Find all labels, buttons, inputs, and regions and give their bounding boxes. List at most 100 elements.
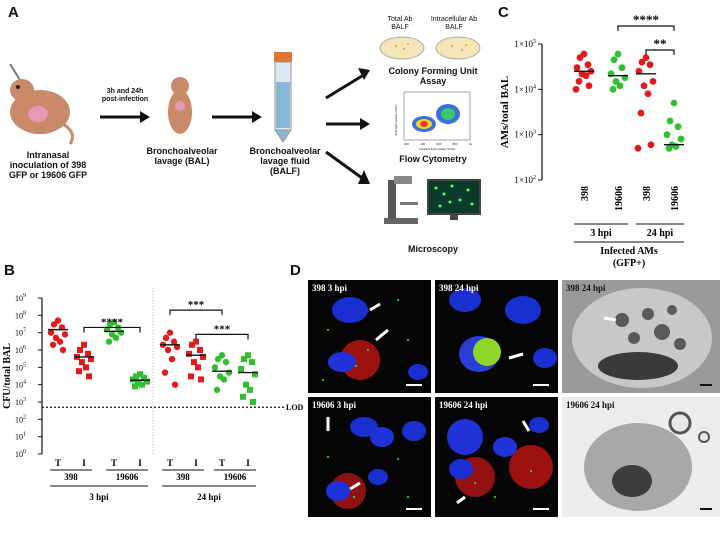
data-point (252, 371, 258, 378)
arrows-to-outputs (325, 68, 370, 184)
data-point (616, 82, 624, 90)
data-point (638, 58, 646, 66)
y-tick-label: 109 (15, 293, 26, 303)
time-label: 24 hpi (647, 228, 674, 239)
y-tick-label: 104 (15, 380, 26, 390)
data-point (211, 364, 219, 371)
data-point (634, 144, 642, 152)
data-point (61, 331, 69, 338)
time-label: 24 hpi (197, 492, 221, 502)
plate1-label: Total Ab BALF (387, 16, 413, 31)
y-tick-label: 1×103 (514, 130, 536, 140)
y-tick-label: 107 (15, 328, 26, 338)
data-point (77, 347, 83, 353)
data-point (47, 329, 55, 336)
data-point (166, 329, 174, 336)
arrow1-text: 3h and 24h post-infection (101, 88, 149, 103)
data-point (191, 359, 197, 366)
balf-tube-illustration (274, 52, 292, 142)
data-point (171, 381, 179, 388)
y-tick-label: 1×105 (514, 39, 536, 49)
x-tick-label: 19606 (670, 186, 681, 211)
data-point (573, 64, 581, 72)
data-point (139, 381, 145, 388)
microscope-illustration (384, 176, 481, 224)
flow-tick: 600 (436, 142, 442, 146)
data-point (582, 72, 590, 80)
confocal-19606-24hpi: 19606 24 hpi (435, 397, 558, 517)
data-point (135, 380, 141, 387)
flow-x-ticks: 200 400 600 800 1k (404, 142, 472, 146)
data-point (642, 54, 650, 62)
data-point (197, 347, 203, 353)
y-tick-label: 1×104 (514, 84, 536, 94)
out1-text: Colony Forming Unit Assay (388, 66, 478, 86)
footer-label: (GFP+) (613, 258, 645, 269)
y-tick-label: 102 (15, 414, 26, 424)
time-label: 3 hpi (89, 492, 109, 502)
out3-text: Microscopy (407, 244, 458, 254)
img-label: 19606 3 hpi (312, 400, 357, 410)
data-point (572, 85, 580, 93)
data-point (614, 50, 622, 58)
chart-b: 100101102103104105106107108109CFU/total … (2, 288, 304, 502)
y-tick-label: 101 (15, 432, 26, 442)
data-point (666, 117, 674, 125)
data-point (56, 338, 64, 345)
mouse-bal-illustration (168, 77, 192, 134)
data-point (195, 364, 201, 371)
confocal-398-24hpi: 398 24 hpi (435, 280, 558, 393)
img-label: 398 24 hpi (566, 283, 606, 293)
y-tick-label: 108 (15, 310, 26, 320)
group-label: I (138, 458, 142, 468)
strain-label: 398 (64, 472, 78, 482)
x-tick-label: 398 (580, 186, 591, 201)
significance-label: *** (214, 323, 231, 335)
step2-text: Bronchoalveolar lavage (BAL) (146, 146, 218, 166)
data-point (677, 135, 685, 143)
time-label: 3 hpi (590, 228, 612, 239)
step3-text: Bronchoalveolar lavage fluid (BALF) (249, 146, 321, 176)
data-point (117, 329, 125, 336)
data-point (243, 381, 249, 388)
data-point (188, 373, 194, 380)
significance-bracket (617, 25, 675, 31)
arrow-2 (212, 111, 262, 123)
scale-bar (406, 508, 422, 510)
tem-19606-24hpi: 19606 24 hpi (562, 397, 720, 517)
y-axis-label: AMs/total BAL (499, 76, 511, 148)
strain-label: 19606 (224, 472, 247, 482)
data-point (132, 383, 138, 390)
data-point (250, 399, 256, 405)
panel-d-label: D (290, 262, 301, 279)
significance-bracket (195, 333, 249, 340)
data-point (50, 321, 58, 328)
data-point (85, 350, 91, 357)
img-label: 398 24 hpi (439, 283, 479, 293)
group-label: T (111, 458, 117, 468)
data-point (170, 338, 178, 345)
confocal-398-3hpi: 398 3 hpi (308, 280, 431, 393)
scale-bar (700, 384, 712, 386)
img-label: 19606 24 hpi (566, 400, 615, 410)
data-point (247, 386, 253, 393)
data-point (49, 341, 57, 348)
data-point (618, 64, 626, 72)
flow-cytometry-plot (403, 91, 471, 141)
mouse-inoculation-illustration (9, 63, 74, 145)
data-point (106, 321, 114, 328)
group-label: T (55, 458, 61, 468)
out2-text: Flow Cytometry (399, 154, 467, 164)
y-tick-label: 100 (15, 449, 26, 459)
significance-bracket (645, 49, 675, 55)
data-point (162, 334, 170, 342)
data-point (610, 56, 618, 64)
data-point (133, 373, 139, 380)
data-point (665, 144, 673, 152)
flow-tick: 800 (452, 142, 458, 146)
data-point (249, 359, 255, 366)
data-point (240, 393, 246, 400)
data-point (635, 67, 643, 75)
data-point (52, 334, 60, 342)
